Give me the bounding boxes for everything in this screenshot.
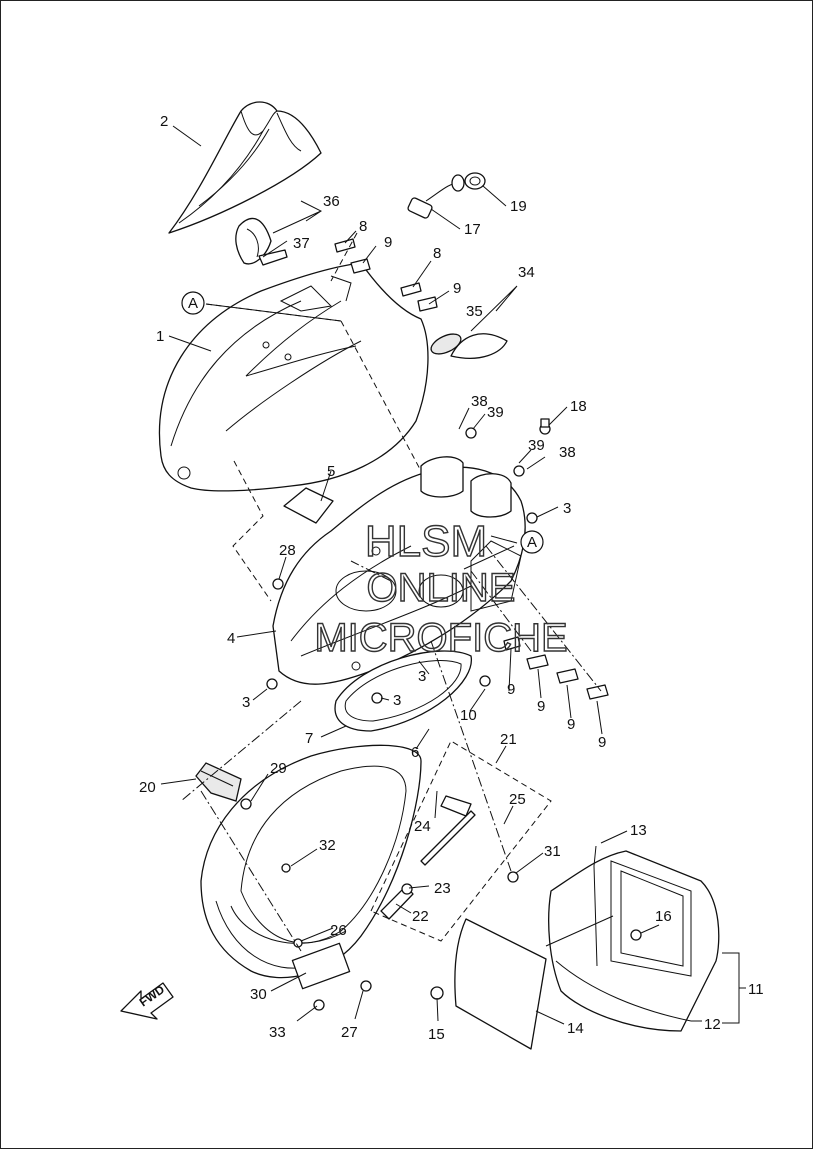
callout-4: 4 [227, 630, 235, 647]
callout-9d: 9 [537, 698, 545, 715]
callout-12: 12 [704, 1016, 721, 1033]
reference-mark-a-lower: A [520, 530, 544, 554]
callout-29: 29 [270, 760, 287, 777]
callout-38b: 38 [559, 444, 576, 461]
callout-15: 15 [428, 1026, 445, 1043]
callout-26: 26 [330, 922, 347, 939]
part-deck-body [272, 456, 526, 685]
callout-labels: 2 36 37 8 9 17 19 8 9 34 35 1 38 39 18 3… [139, 113, 764, 1043]
callout-20: 20 [139, 779, 156, 796]
part-14-mat [454, 918, 547, 1050]
callout-6: 6 [411, 744, 419, 761]
callout-13: 13 [630, 822, 647, 839]
callout-21: 21 [500, 731, 517, 748]
callout-22: 22 [412, 908, 429, 925]
callout-9b: 9 [453, 280, 461, 297]
callout-9f: 9 [598, 734, 606, 751]
callout-31: 31 [544, 843, 561, 860]
callout-7: 7 [305, 730, 313, 747]
callout-11: 11 [748, 981, 764, 998]
callout-39a: 39 [487, 404, 504, 421]
callout-18: 18 [570, 398, 587, 415]
callout-8b: 8 [433, 245, 441, 262]
part-5-plate [283, 487, 334, 524]
watermark-line-2: ONLINE [367, 566, 516, 610]
callout-10: 10 [460, 707, 477, 724]
callout-19: 19 [510, 198, 527, 215]
callout-8a: 8 [359, 218, 367, 235]
callout-28: 28 [279, 542, 296, 559]
callout-3a: 3 [563, 500, 571, 517]
callout-9e: 9 [567, 716, 575, 733]
callout-32: 32 [319, 837, 336, 854]
part-17-switch-wire [407, 172, 486, 219]
callout-3c: 3 [242, 694, 250, 711]
callout-17: 17 [464, 221, 481, 238]
fwd-direction-arrow: FWD [120, 982, 174, 1020]
callout-35: 35 [466, 303, 483, 320]
reference-mark-a-upper: A [181, 291, 205, 315]
watermark: HLSM ONLINE MICROFICHE [314, 516, 569, 660]
part-7-gasket [334, 650, 472, 732]
callout-33: 33 [269, 1024, 286, 1041]
callout-3d: 3 [393, 692, 401, 709]
fasteners [240, 418, 642, 1011]
part-20-latch [195, 762, 242, 802]
part-1-front-hood [158, 262, 429, 492]
callout-16: 16 [655, 908, 672, 925]
callout-9c: 9 [507, 681, 515, 698]
callout-34: 34 [518, 264, 535, 281]
callout-30: 30 [250, 986, 267, 1003]
callout-23: 23 [434, 880, 451, 897]
watermark-line-1: HLSM [365, 517, 487, 566]
callout-39b: 39 [528, 437, 545, 454]
callout-5: 5 [327, 463, 335, 480]
callout-2: 2 [160, 113, 168, 130]
part-11-storage-bin [548, 850, 720, 1032]
callout-9a: 9 [384, 234, 392, 251]
callout-1: 1 [156, 328, 164, 345]
callout-25: 25 [509, 791, 526, 808]
callout-36: 36 [323, 193, 340, 210]
leader-lines [160, 125, 746, 1025]
callout-14: 14 [567, 1020, 584, 1037]
part-34-emblem [430, 333, 508, 359]
part-2-visor [168, 101, 322, 234]
assembly-21-box [370, 740, 552, 942]
part-36-mirror-cover [235, 217, 288, 266]
watermark-line-3: MICROFICHE [314, 616, 567, 660]
callout-38a: 38 [471, 393, 488, 410]
callout-37: 37 [293, 235, 310, 252]
svg-text:A: A [527, 534, 537, 551]
part-hatch-cover [200, 744, 422, 990]
callout-27: 27 [341, 1024, 358, 1041]
svg-text:A: A [188, 295, 198, 312]
callout-24: 24 [414, 818, 431, 835]
callout-3b: 3 [418, 668, 426, 685]
